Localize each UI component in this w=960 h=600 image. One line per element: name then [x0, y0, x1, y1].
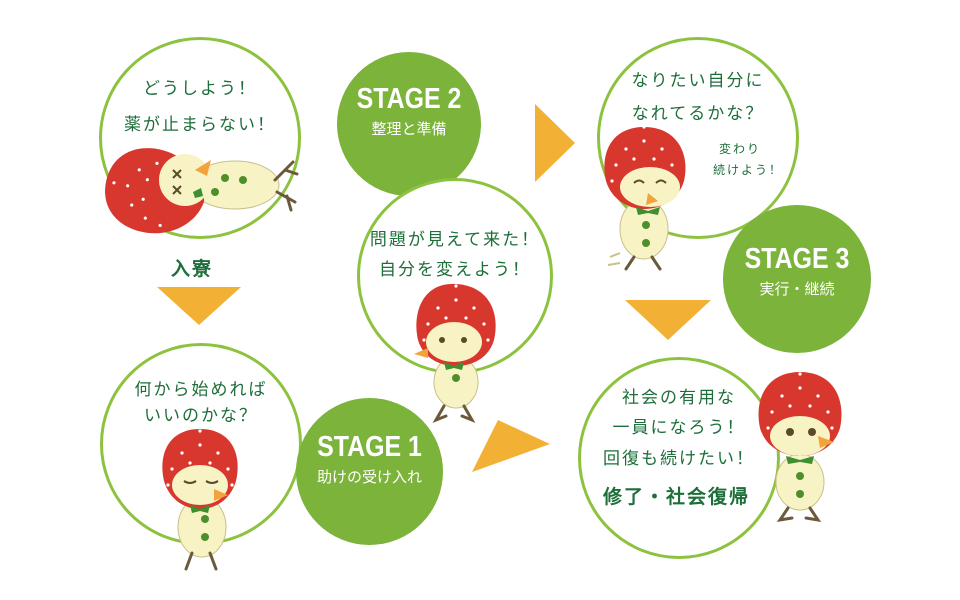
stage2-badge: STAGE 2 整理と準備 — [337, 52, 481, 196]
stage1-subtitle: 助けの受け入れ — [296, 466, 443, 487]
stage3-badge: STAGE 3 実行・継続 — [723, 205, 871, 353]
caption-admission: 入寮 — [171, 254, 213, 281]
stage2-subtitle: 整理と準備 — [337, 118, 481, 139]
stage3-title: STAGE 3 — [733, 243, 860, 276]
arrow-right-icon — [472, 420, 550, 472]
strawberry-chick-hopeful-icon — [746, 370, 856, 525]
strawberry-chick-worried-icon — [398, 282, 508, 427]
arrow-down-icon — [625, 300, 711, 340]
arrow-down-icon — [157, 287, 241, 325]
bubble-want-to-be-aside2: 続けよう！ — [708, 161, 788, 180]
strawberry-chick-sleepy-icon — [150, 425, 250, 575]
bubble-admission-line2: 薬が止まらない！ — [99, 110, 301, 140]
bubble-problems-line1: 問題が見えて来た！ — [357, 225, 553, 255]
stage2-title: STAGE 2 — [347, 83, 471, 116]
stage1-title: STAGE 1 — [306, 431, 432, 464]
bubble-problems-line2: 自分を変えよう！ — [357, 255, 553, 285]
strawberry-chick-happy-icon — [590, 125, 705, 275]
strawberry-chick-fallen-icon — [95, 140, 305, 240]
bubble-admission-line1: どうしよう！ — [99, 74, 301, 104]
stage3-subtitle: 実行・継続 — [723, 278, 871, 299]
bubble-want-to-be-line1: なりたい自分に — [597, 66, 799, 96]
bubble-want-to-be-aside1: 変わり — [700, 140, 780, 159]
caption-society: 修了・社会復帰 — [603, 482, 750, 509]
arrow-right-icon — [535, 104, 575, 182]
